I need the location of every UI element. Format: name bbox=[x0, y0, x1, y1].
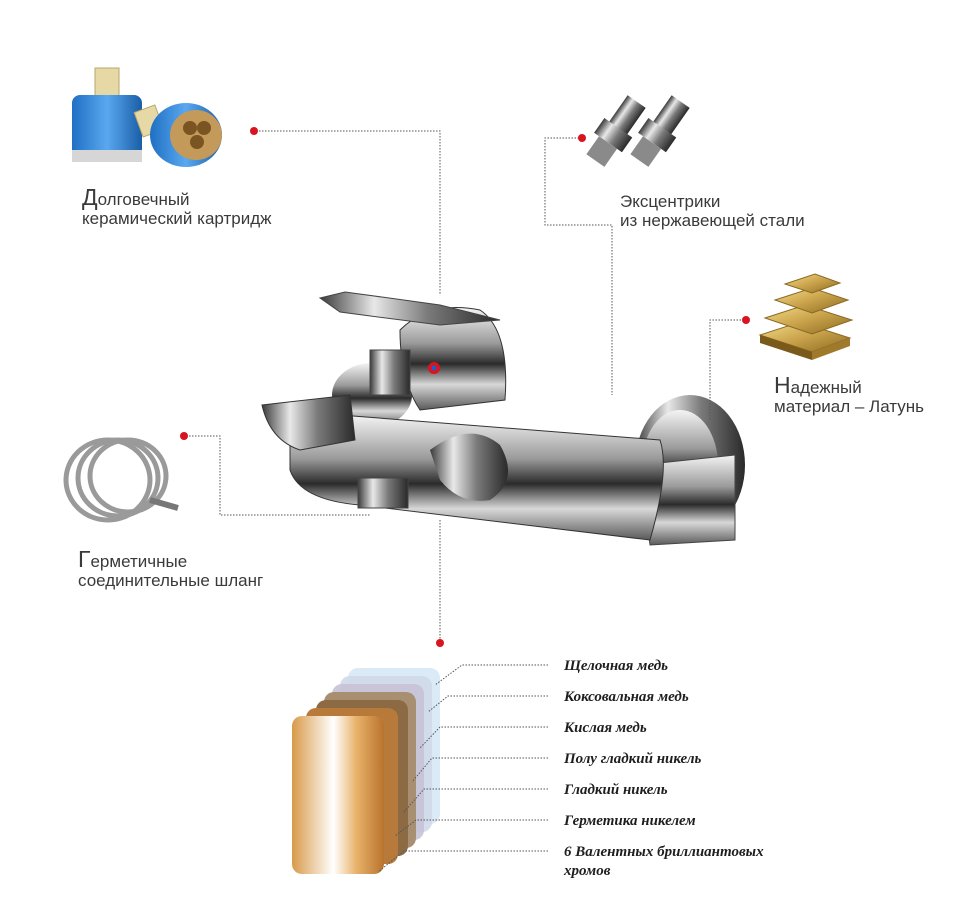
bath-mixer-faucet-image bbox=[261, 291, 745, 546]
cartridge-label-line2: керамический картридж bbox=[82, 209, 272, 228]
layer-label-nickel-seal: Герметика никелем bbox=[564, 813, 696, 829]
layer-label-chrome-line2: хромов bbox=[564, 863, 611, 879]
layer-label-alkaline-copper: Щелочная медь bbox=[564, 658, 669, 674]
marker-cartridge bbox=[250, 127, 258, 135]
marker-material bbox=[742, 316, 750, 324]
layer-label-bright-nickel: Гладкий никель bbox=[564, 782, 668, 798]
leader-lines bbox=[189, 130, 744, 873]
marker-hose bbox=[180, 432, 188, 440]
layer-label-coking-copper: Коксовальная медь bbox=[564, 689, 689, 705]
brass-ingots-icon bbox=[758, 273, 854, 360]
eccentrics-label: Эксцентрики из нержавеющей стали bbox=[620, 192, 805, 230]
eccentric-fittings-icon bbox=[586, 95, 690, 167]
marker-eccentrics bbox=[578, 134, 586, 142]
red-markers bbox=[180, 127, 750, 647]
cartridge-label-initial: Д bbox=[82, 184, 98, 210]
coating-layers-swatch bbox=[292, 668, 440, 874]
layer-label-semi-bright-nickel: Полу гладкий никель bbox=[564, 751, 702, 767]
hose-label: Герметичные соединительные шланг bbox=[78, 548, 264, 591]
material-label-line2: материал – Латунь bbox=[774, 397, 925, 416]
material-label-line1: адежный bbox=[790, 378, 862, 397]
layer-label-acid-copper: Кислая медь bbox=[564, 720, 647, 736]
cartridge-label-line1: олговечный bbox=[97, 190, 190, 209]
hose-label-initial: Г bbox=[78, 546, 91, 572]
eccentrics-label-line1: Эксцентрики bbox=[620, 192, 721, 211]
layer-label-chrome-line1: 6 Валентных бриллиантовых bbox=[564, 844, 764, 860]
material-label-initial: Н bbox=[774, 372, 791, 398]
marker-coating bbox=[436, 639, 444, 647]
hose-label-line2: соединительные шланг bbox=[78, 571, 264, 590]
cartridge-label: Долговечный керамический картридж bbox=[82, 186, 272, 229]
flexible-hose-icon bbox=[63, 437, 179, 523]
material-label: Надежный материал – Латунь bbox=[774, 374, 925, 417]
eccentrics-label-line2: из нержавеющей стали bbox=[620, 211, 805, 230]
hose-label-line1: ерметичные bbox=[90, 552, 188, 571]
ceramic-cartridge-icon bbox=[72, 67, 222, 167]
